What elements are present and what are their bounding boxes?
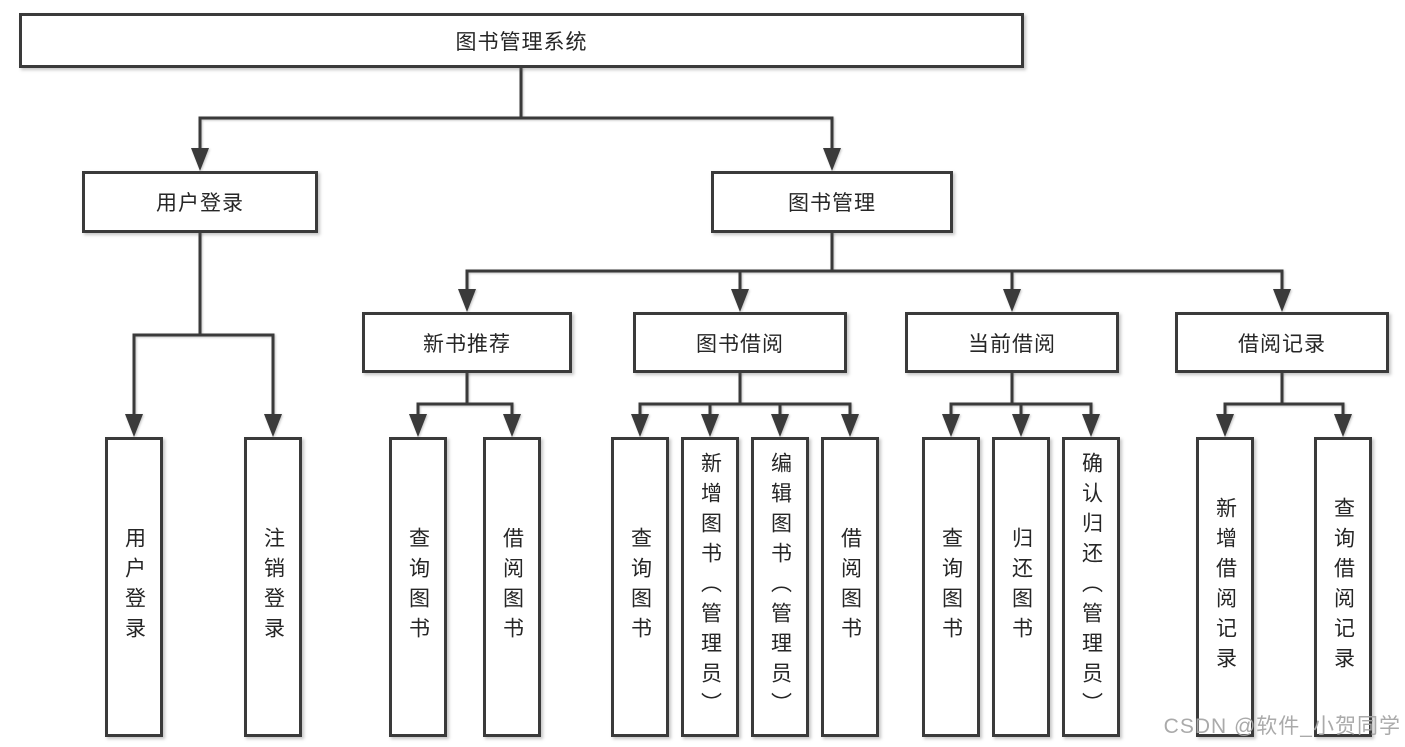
node-label: 查询图书	[406, 527, 430, 647]
node-new-book-recommend: 新书推荐	[362, 312, 572, 373]
node-label: 新增图书（管理员）	[698, 452, 722, 722]
arrowhead-down-icon	[125, 414, 143, 437]
leaf-user-login: 用户登录	[105, 437, 163, 737]
arrowhead-down-icon	[264, 414, 282, 437]
leaf-logout: 注销登录	[244, 437, 302, 737]
node-label: 新增借阅记录	[1213, 497, 1237, 677]
node-label: 查询借阅记录	[1331, 497, 1355, 677]
node-book-borrow: 图书借阅	[633, 312, 847, 373]
node-label: 确认归还（管理员）	[1079, 452, 1103, 722]
node-book-management: 图书管理	[711, 171, 953, 233]
node-label: 图书借阅	[696, 332, 784, 356]
node-label: 归还图书	[1009, 527, 1033, 647]
arrowhead-down-icon	[503, 414, 521, 437]
node-label: 编辑图书（管理员）	[768, 452, 792, 722]
arrowhead-down-icon	[1273, 289, 1291, 312]
leaf-edit-book-admin: 编辑图书（管理员）	[751, 437, 809, 737]
leaf-query-books-borrow: 查询图书	[611, 437, 669, 737]
node-label: 图书管理系统	[455, 30, 588, 54]
arrowhead-down-icon	[823, 148, 841, 171]
leaf-query-books-recommend: 查询图书	[389, 437, 447, 737]
node-label: 用户登录	[156, 192, 244, 215]
node-label: 查询图书	[628, 527, 652, 647]
arrowhead-down-icon	[731, 289, 749, 312]
node-current-borrow: 当前借阅	[905, 312, 1119, 373]
arrowhead-down-icon	[771, 414, 789, 437]
arrowhead-down-icon	[841, 414, 859, 437]
arrowhead-down-icon	[191, 148, 209, 171]
leaf-confirm-return-admin: 确认归还（管理员）	[1062, 437, 1120, 737]
arrowhead-down-icon	[631, 414, 649, 437]
arrowhead-down-icon	[1216, 414, 1234, 437]
arrowhead-down-icon	[1003, 289, 1021, 312]
arrowhead-down-icon	[1012, 414, 1030, 437]
leaf-query-borrow-record: 查询借阅记录	[1314, 437, 1372, 737]
arrowhead-down-icon	[942, 414, 960, 437]
node-label: 新书推荐	[423, 332, 511, 356]
arrowhead-down-icon	[458, 289, 476, 312]
leaf-add-borrow-record: 新增借阅记录	[1196, 437, 1254, 737]
leaf-query-books-current: 查询图书	[922, 437, 980, 737]
node-label: 图书管理	[788, 192, 876, 215]
node-label: 当前借阅	[968, 332, 1056, 356]
arrowhead-down-icon	[701, 414, 719, 437]
node-label: 借阅图书	[838, 527, 862, 647]
node-borrow-records: 借阅记录	[1175, 312, 1389, 373]
node-label: 用户登录	[122, 527, 146, 647]
node-user-login: 用户登录	[82, 171, 318, 233]
node-label: 注销登录	[261, 527, 285, 647]
arrowhead-down-icon	[1082, 414, 1100, 437]
node-label: 借阅图书	[500, 527, 524, 647]
watermark: CSDN @软件_小贺同学	[1163, 715, 1401, 738]
node-label: 借阅记录	[1238, 332, 1326, 356]
leaf-borrow-books: 借阅图书	[821, 437, 879, 737]
leaf-add-book-admin: 新增图书（管理员）	[681, 437, 739, 737]
arrowhead-down-icon	[1334, 414, 1352, 437]
arrowhead-down-icon	[409, 414, 427, 437]
leaf-return-books: 归还图书	[992, 437, 1050, 737]
leaf-borrow-books-recommend: 借阅图书	[483, 437, 541, 737]
node-label: 查询图书	[939, 527, 963, 647]
node-library-management-system: 图书管理系统	[19, 13, 1024, 68]
